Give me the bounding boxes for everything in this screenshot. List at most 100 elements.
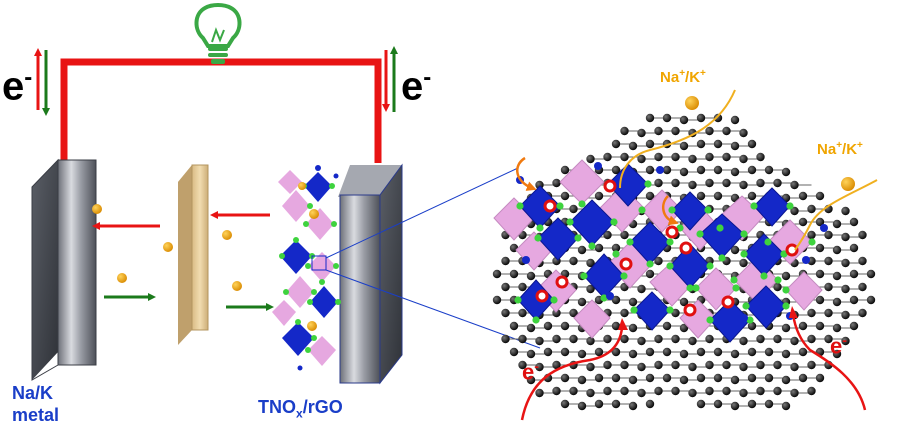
- carbon-atom: [841, 310, 850, 320]
- carbon-atom: [756, 386, 765, 396]
- carbon-atom: [535, 362, 544, 372]
- oxygen-atom: [536, 224, 544, 232]
- oxygen-atom: [666, 238, 674, 246]
- carbon-atom: [577, 375, 587, 385]
- carbon-atom: [705, 360, 714, 370]
- carbon-atom: [832, 349, 842, 359]
- electron-label-left-charge: -: [24, 64, 33, 91]
- ion-label-right-k: /K: [842, 141, 858, 158]
- carbon-atom: [849, 321, 859, 331]
- carbon-atom: [705, 386, 714, 396]
- carbon-atom: [552, 334, 561, 344]
- oxygen-atom: [750, 202, 758, 210]
- oxygen-atom: [740, 250, 748, 258]
- anode-caption-line1: Na/K: [12, 383, 54, 403]
- carbon-atom: [560, 373, 570, 383]
- oxygen-atom: [782, 302, 790, 310]
- oxygen-atom: [630, 306, 638, 314]
- carbon-atom: [620, 360, 629, 370]
- oxygen-atom: [718, 254, 726, 262]
- carbon-atom: [654, 126, 663, 136]
- oxygen-atom: [556, 202, 564, 210]
- carbon-atom: [807, 204, 816, 214]
- carbon-atom: [696, 139, 706, 149]
- carbon-atom: [849, 243, 859, 253]
- carbon-atom: [526, 271, 536, 281]
- carbon-atom: [654, 386, 663, 396]
- carbon-atom: [679, 141, 689, 151]
- cathode-caption: TNOx/rGO: [258, 396, 343, 425]
- carbon-atom: [560, 399, 570, 409]
- carbon-atom: [815, 295, 825, 305]
- electron-label-right: e-: [401, 64, 431, 109]
- carbon-atom: [832, 323, 842, 333]
- carbon-atom: [518, 308, 527, 318]
- electron-flow-arrows-left: [34, 48, 50, 116]
- carbon-atom: [696, 113, 706, 123]
- carbon-atom: [747, 165, 757, 175]
- oxygen-atom: [574, 234, 582, 242]
- ion-label-right: Na+/K+: [817, 140, 863, 158]
- ion-label-top-charge2: +: [700, 68, 706, 79]
- carbon-atom: [637, 154, 646, 164]
- cathode-caption-sub: x: [296, 406, 303, 421]
- oxygen-atom: [638, 206, 646, 214]
- carbon-atom: [781, 167, 791, 177]
- ion-label-right-na: Na: [817, 141, 837, 158]
- oxygen-atom: [566, 218, 574, 226]
- carbon-atom: [764, 373, 774, 383]
- oxygen-atom: [516, 202, 524, 210]
- carbon-atom: [509, 321, 519, 331]
- oxygen-atom: [666, 262, 674, 270]
- carbon-atom: [824, 334, 833, 344]
- carbon-atom: [807, 386, 816, 396]
- carbon-atom: [713, 165, 723, 175]
- carbon-atom: [790, 180, 799, 190]
- carbon-atom: [586, 154, 595, 164]
- carbon-atom: [671, 152, 680, 162]
- carbon-atom: [679, 375, 689, 385]
- carbon-atom: [747, 321, 757, 331]
- carbon-atom: [815, 217, 825, 227]
- carbon-atom: [688, 388, 697, 398]
- carbon-atom: [688, 154, 697, 164]
- carbon-atom: [611, 243, 621, 253]
- carbon-atom: [730, 375, 740, 385]
- oxygen-atom: [740, 230, 748, 238]
- carbon-atom: [815, 243, 825, 253]
- carbon-atom: [620, 334, 629, 344]
- carbon-atom: [662, 113, 672, 123]
- electron-paths: [520, 313, 867, 421]
- electron-label-bottom-right-text: e: [830, 333, 843, 359]
- carbon-atom: [586, 336, 595, 346]
- carbon-atom: [645, 373, 655, 383]
- carbon-atom: [535, 388, 544, 398]
- oxygen-atom: [786, 202, 794, 210]
- oxygen-atom: [730, 276, 738, 284]
- carbon-atom: [832, 219, 842, 229]
- carbon-atom: [688, 362, 697, 372]
- carbon-atom: [739, 258, 748, 268]
- carbon-atom: [756, 360, 765, 370]
- electron-label-bottom-left: e-: [522, 358, 539, 385]
- carbon-atom: [611, 139, 621, 149]
- carbon-atom: [858, 282, 867, 292]
- carbon-atom: [730, 167, 740, 177]
- carbon-atom: [518, 282, 527, 292]
- carbon-atom: [773, 282, 782, 292]
- carbon-atom: [841, 258, 850, 268]
- carbon-atom: [603, 360, 612, 370]
- carbon-atom: [611, 165, 621, 175]
- carbon-atom: [773, 360, 782, 370]
- carbon-atom: [569, 256, 578, 266]
- carbon-atom: [756, 178, 765, 188]
- carbon-atom: [696, 373, 706, 383]
- oxygen-atom: [706, 262, 714, 270]
- carbon-atom: [713, 347, 723, 357]
- carbon-atom: [552, 178, 561, 188]
- carbon-atom: [841, 232, 850, 242]
- carbon-atom: [543, 347, 553, 357]
- carbon-atom: [747, 399, 757, 409]
- ion-paths: [619, 89, 878, 251]
- carbon-atom: [560, 347, 570, 357]
